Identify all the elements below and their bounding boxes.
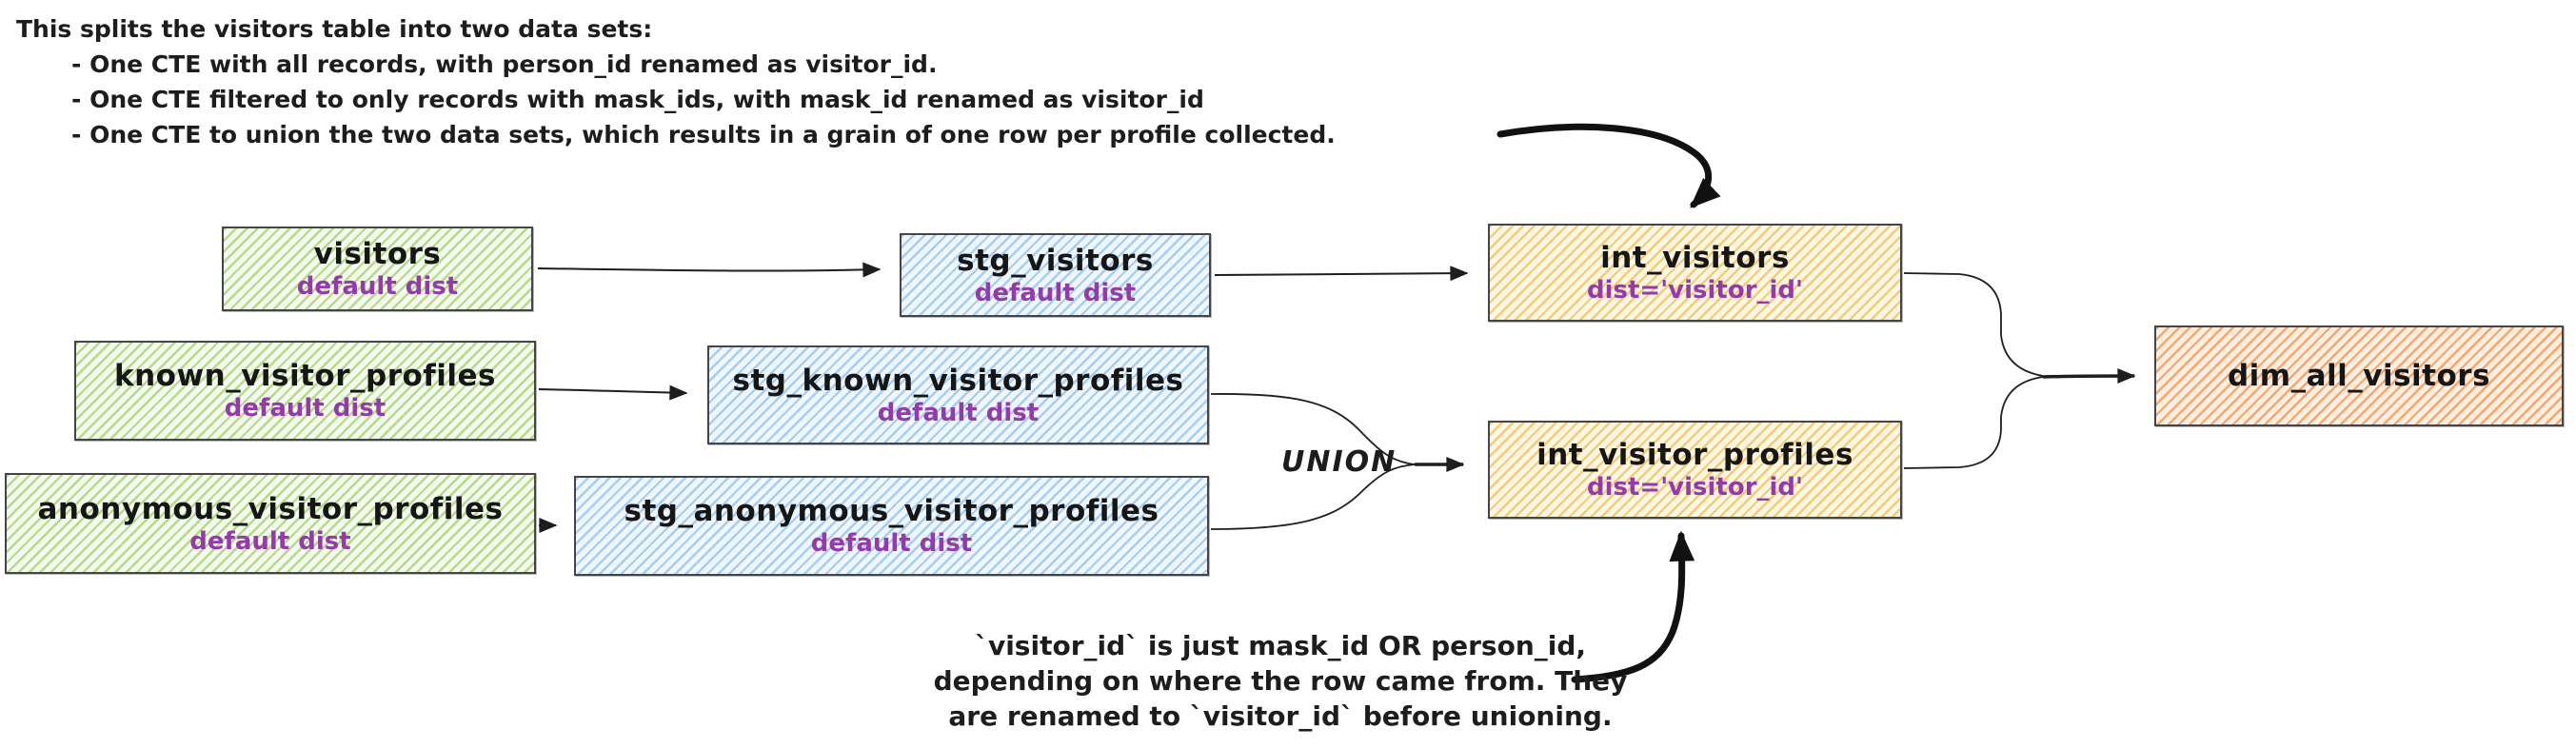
node-title: stg_visitors xyxy=(957,243,1154,278)
annotation-line: depending on where the row came from. Th… xyxy=(933,665,1628,697)
node-subtitle: default dist xyxy=(974,278,1137,307)
edge-stg-visitors-to-int-visitors xyxy=(1214,266,1469,282)
node-title: known_visitor_profiles xyxy=(114,359,496,393)
node-dim-all-visitors[interactable]: dim_all_visitors xyxy=(2154,325,2564,426)
node-anonymous-visitor-profiles[interactable]: anonymous_visitor_profiles default dist xyxy=(5,473,536,574)
node-stg-known-visitor-profiles[interactable]: stg_known_visitor_profiles default dist xyxy=(707,345,1209,444)
node-subtitle: default dist xyxy=(877,398,1040,427)
edge-known-to-stg-known xyxy=(538,384,688,401)
node-title: int_visitors xyxy=(1600,241,1790,275)
node-subtitle: default dist xyxy=(189,526,351,556)
node-int-visitor-profiles[interactable]: int_visitor_profiles dist='visitor_id' xyxy=(1488,421,1902,519)
node-known-visitor-profiles[interactable]: known_visitor_profiles default dist xyxy=(74,341,536,441)
node-title: int_visitor_profiles xyxy=(1536,438,1853,472)
node-stg-anonymous-visitor-profiles[interactable]: stg_anonymous_visitor_profiles default d… xyxy=(574,476,1209,576)
edge-visitors-to-stg-visitors xyxy=(537,262,882,278)
arrow-top-annotation-to-int-visitors xyxy=(1496,123,1721,208)
edge-merge-to-dim-all-visitors xyxy=(2042,368,2136,384)
annotation-line: are renamed to `visitor_id` before union… xyxy=(948,700,1613,732)
node-subtitle: dist='visitor_id' xyxy=(1586,276,1804,305)
annotation-line: - One CTE with all records, with person_… xyxy=(71,50,938,78)
node-title: anonymous_visitor_profiles xyxy=(37,491,504,526)
node-stg-visitors[interactable]: stg_visitors default dist xyxy=(900,233,1211,317)
node-visitors[interactable]: visitors default dist xyxy=(222,227,533,311)
edge-int-visitors-to-merge xyxy=(1903,272,2044,377)
annotation-line: `visitor_id` is just mask_id OR person_i… xyxy=(974,630,1587,661)
union-label: UNION xyxy=(1281,445,1397,479)
node-int-visitors[interactable]: int_visitors dist='visitor_id' xyxy=(1488,224,1902,322)
node-subtitle: dist='visitor_id' xyxy=(1586,473,1804,502)
annotation-line: This splits the visitors table into two … xyxy=(16,15,653,43)
node-title: stg_anonymous_visitor_profiles xyxy=(624,494,1159,528)
node-title: visitors xyxy=(313,237,442,271)
annotation-line: - One CTE to union the two data sets, wh… xyxy=(71,121,1336,148)
edge-int-visitor-profiles-to-merge xyxy=(1903,376,2044,469)
bottom-annotation: `visitor_id` is just mask_id OR person_i… xyxy=(909,628,1652,734)
node-title: stg_known_visitor_profiles xyxy=(732,363,1184,398)
annotation-line: - One CTE filtered to only records with … xyxy=(71,86,1204,113)
node-subtitle: default dist xyxy=(810,529,973,558)
node-title: dim_all_visitors xyxy=(2227,359,2491,393)
node-subtitle: default dist xyxy=(224,394,386,423)
node-subtitle: default dist xyxy=(296,272,459,301)
top-annotation: This splits the visitors table into two … xyxy=(16,11,1336,152)
